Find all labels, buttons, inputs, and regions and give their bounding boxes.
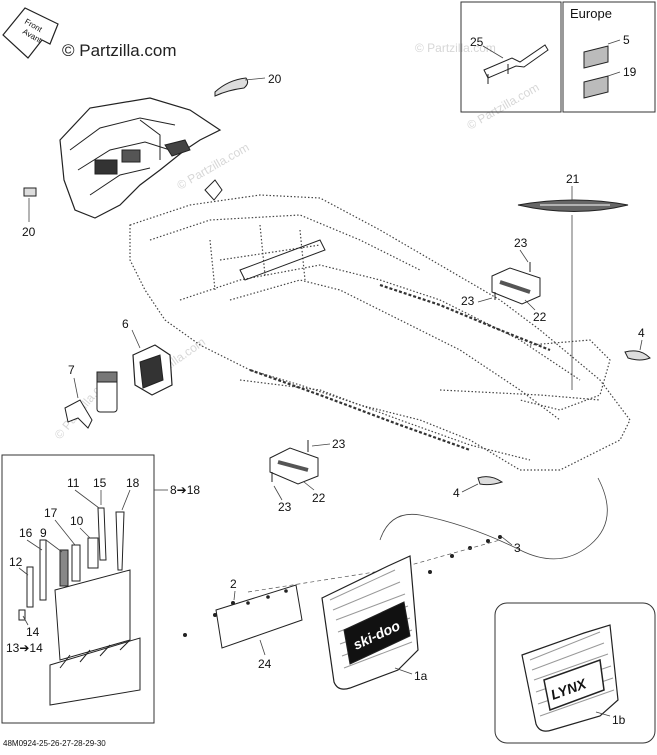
snowflap-skidoo-icon: ski-doo	[321, 555, 419, 690]
callout-24: 24	[258, 657, 272, 671]
watermark-main: © Partzilla.com	[62, 41, 177, 60]
reflector-19-icon	[583, 75, 609, 99]
tool-tube-icon	[96, 371, 118, 413]
part-4-right-icon	[624, 350, 651, 361]
callout-1a: 1a	[414, 669, 428, 683]
callout-17: 17	[44, 506, 58, 520]
callout-10: 10	[70, 514, 84, 528]
callout-14-a: 14	[26, 625, 40, 639]
watermark-faint-right: © Partzilla.com	[465, 80, 542, 133]
callout-4-mid: 4	[453, 486, 460, 500]
hood-panel-icon	[59, 97, 222, 219]
bracket-part-icon	[483, 44, 549, 84]
chassis-frame-icon	[129, 179, 631, 471]
callout-8-18: 8➔18	[170, 483, 200, 497]
europe-title: Europe	[570, 6, 612, 21]
callout-5: 5	[623, 33, 630, 47]
callout-20-left: 20	[22, 225, 36, 239]
callout-6: 6	[122, 317, 129, 331]
bracket-22-mid-icon	[269, 440, 319, 485]
europe-inset-box	[562, 1, 656, 113]
callout-18: 18	[126, 476, 140, 490]
tool-pouch-icon	[49, 569, 141, 706]
rivet-20-left-icon	[23, 187, 37, 197]
callout-22-a: 22	[533, 310, 547, 324]
callout-15: 15	[93, 476, 107, 490]
callout-13-14: 13➔14	[6, 641, 43, 655]
footer-code: 48M0924-25-26-27-28-29-30	[3, 739, 106, 748]
bracket-22-top-icon	[491, 262, 541, 305]
emblem-21-icon	[517, 199, 629, 212]
callout-7: 7	[68, 363, 75, 377]
callout-21: 21	[566, 172, 580, 186]
lynx-inset-box	[494, 602, 656, 744]
callout-2: 2	[230, 577, 237, 591]
reflector-5-icon	[583, 45, 609, 69]
part-7-icon	[64, 399, 93, 429]
callout-22-b: 22	[312, 491, 326, 505]
callout-19: 19	[623, 65, 637, 79]
snowflap-lynx-icon: LYNX	[521, 624, 619, 732]
callout-23-b: 23	[461, 294, 475, 308]
callout-23-c: 23	[332, 437, 346, 451]
callout-9: 9	[40, 526, 47, 540]
callout-12: 12	[9, 555, 23, 569]
callout-1b: 1b	[612, 713, 626, 727]
rivets-3-icon	[428, 535, 502, 574]
rivet-20-top-icon	[214, 77, 249, 97]
tool-kit-box	[1, 454, 155, 724]
callout-16: 16	[19, 526, 33, 540]
plate-24-icon	[183, 584, 303, 649]
watermark-faint-top: © Partzilla.com	[415, 41, 496, 55]
callout-3: 3	[514, 541, 521, 555]
callout-11: 11	[67, 476, 80, 490]
front-arrow-icon: Front Avant	[2, 7, 59, 59]
callout-25: 25	[470, 35, 484, 49]
callout-23-d: 23	[278, 500, 292, 514]
callout-23-a: 23	[514, 236, 528, 250]
callout-4-right: 4	[638, 326, 645, 340]
part-6-icon	[132, 344, 173, 396]
callout-20-top: 20	[268, 72, 282, 86]
part-4-mid-icon	[477, 476, 504, 486]
tool-wrenches-icon	[18, 507, 125, 621]
bracket-inset-box	[460, 1, 562, 113]
